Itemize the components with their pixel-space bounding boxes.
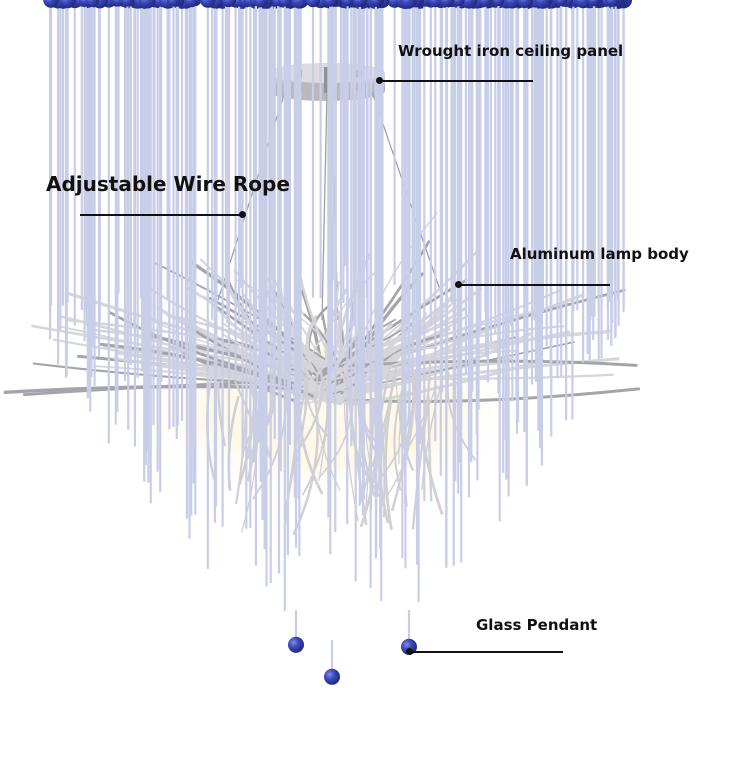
callout-glass-pendant-label: Glass Pendant xyxy=(476,616,598,634)
callout-ceiling-panel-dot xyxy=(376,77,383,84)
callout-lamp-body-dot xyxy=(455,281,462,288)
callout-glass-pendant-line xyxy=(410,651,563,653)
callout-lamp-body-line xyxy=(458,284,610,286)
callout-glass-pendant-dot xyxy=(406,648,413,655)
callout-lamp-body-label: Aluminum lamp body xyxy=(510,245,689,263)
callout-wire-rope-dot xyxy=(239,211,246,218)
callout-ceiling-panel-line xyxy=(378,80,533,82)
callout-ceiling-panel-label: Wrought iron ceiling panel xyxy=(398,42,624,60)
callout-wire-rope-label: Adjustable Wire Rope xyxy=(46,172,290,196)
glass-pendants xyxy=(43,0,633,685)
callout-wire-rope-line xyxy=(80,214,244,216)
